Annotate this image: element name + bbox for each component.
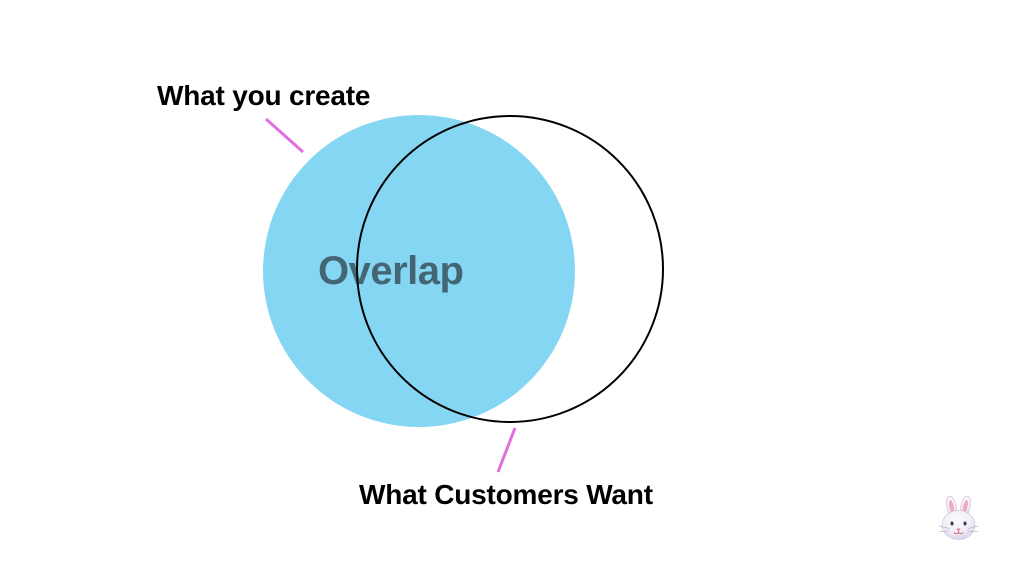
what-you-create-circle[interactable]: [263, 115, 575, 427]
rabbit-whiskers: [939, 525, 978, 532]
label-what-you-create: What you create: [157, 80, 371, 111]
label-what-customers-want: What Customers Want: [359, 479, 653, 510]
rabbit-nose-mouth: [953, 528, 964, 535]
overlap-label: Overlap: [318, 249, 464, 293]
rabbit-face-emoji: [933, 493, 985, 545]
rabbit-head: [941, 510, 976, 540]
create-pointer-line: [265, 117, 304, 154]
rabbit-eyes: [950, 521, 967, 526]
rabbit-face-emoji-svg: [939, 495, 978, 540]
customers-pointer-line: [496, 427, 517, 473]
what-customers-want-circle[interactable]: [356, 115, 664, 423]
